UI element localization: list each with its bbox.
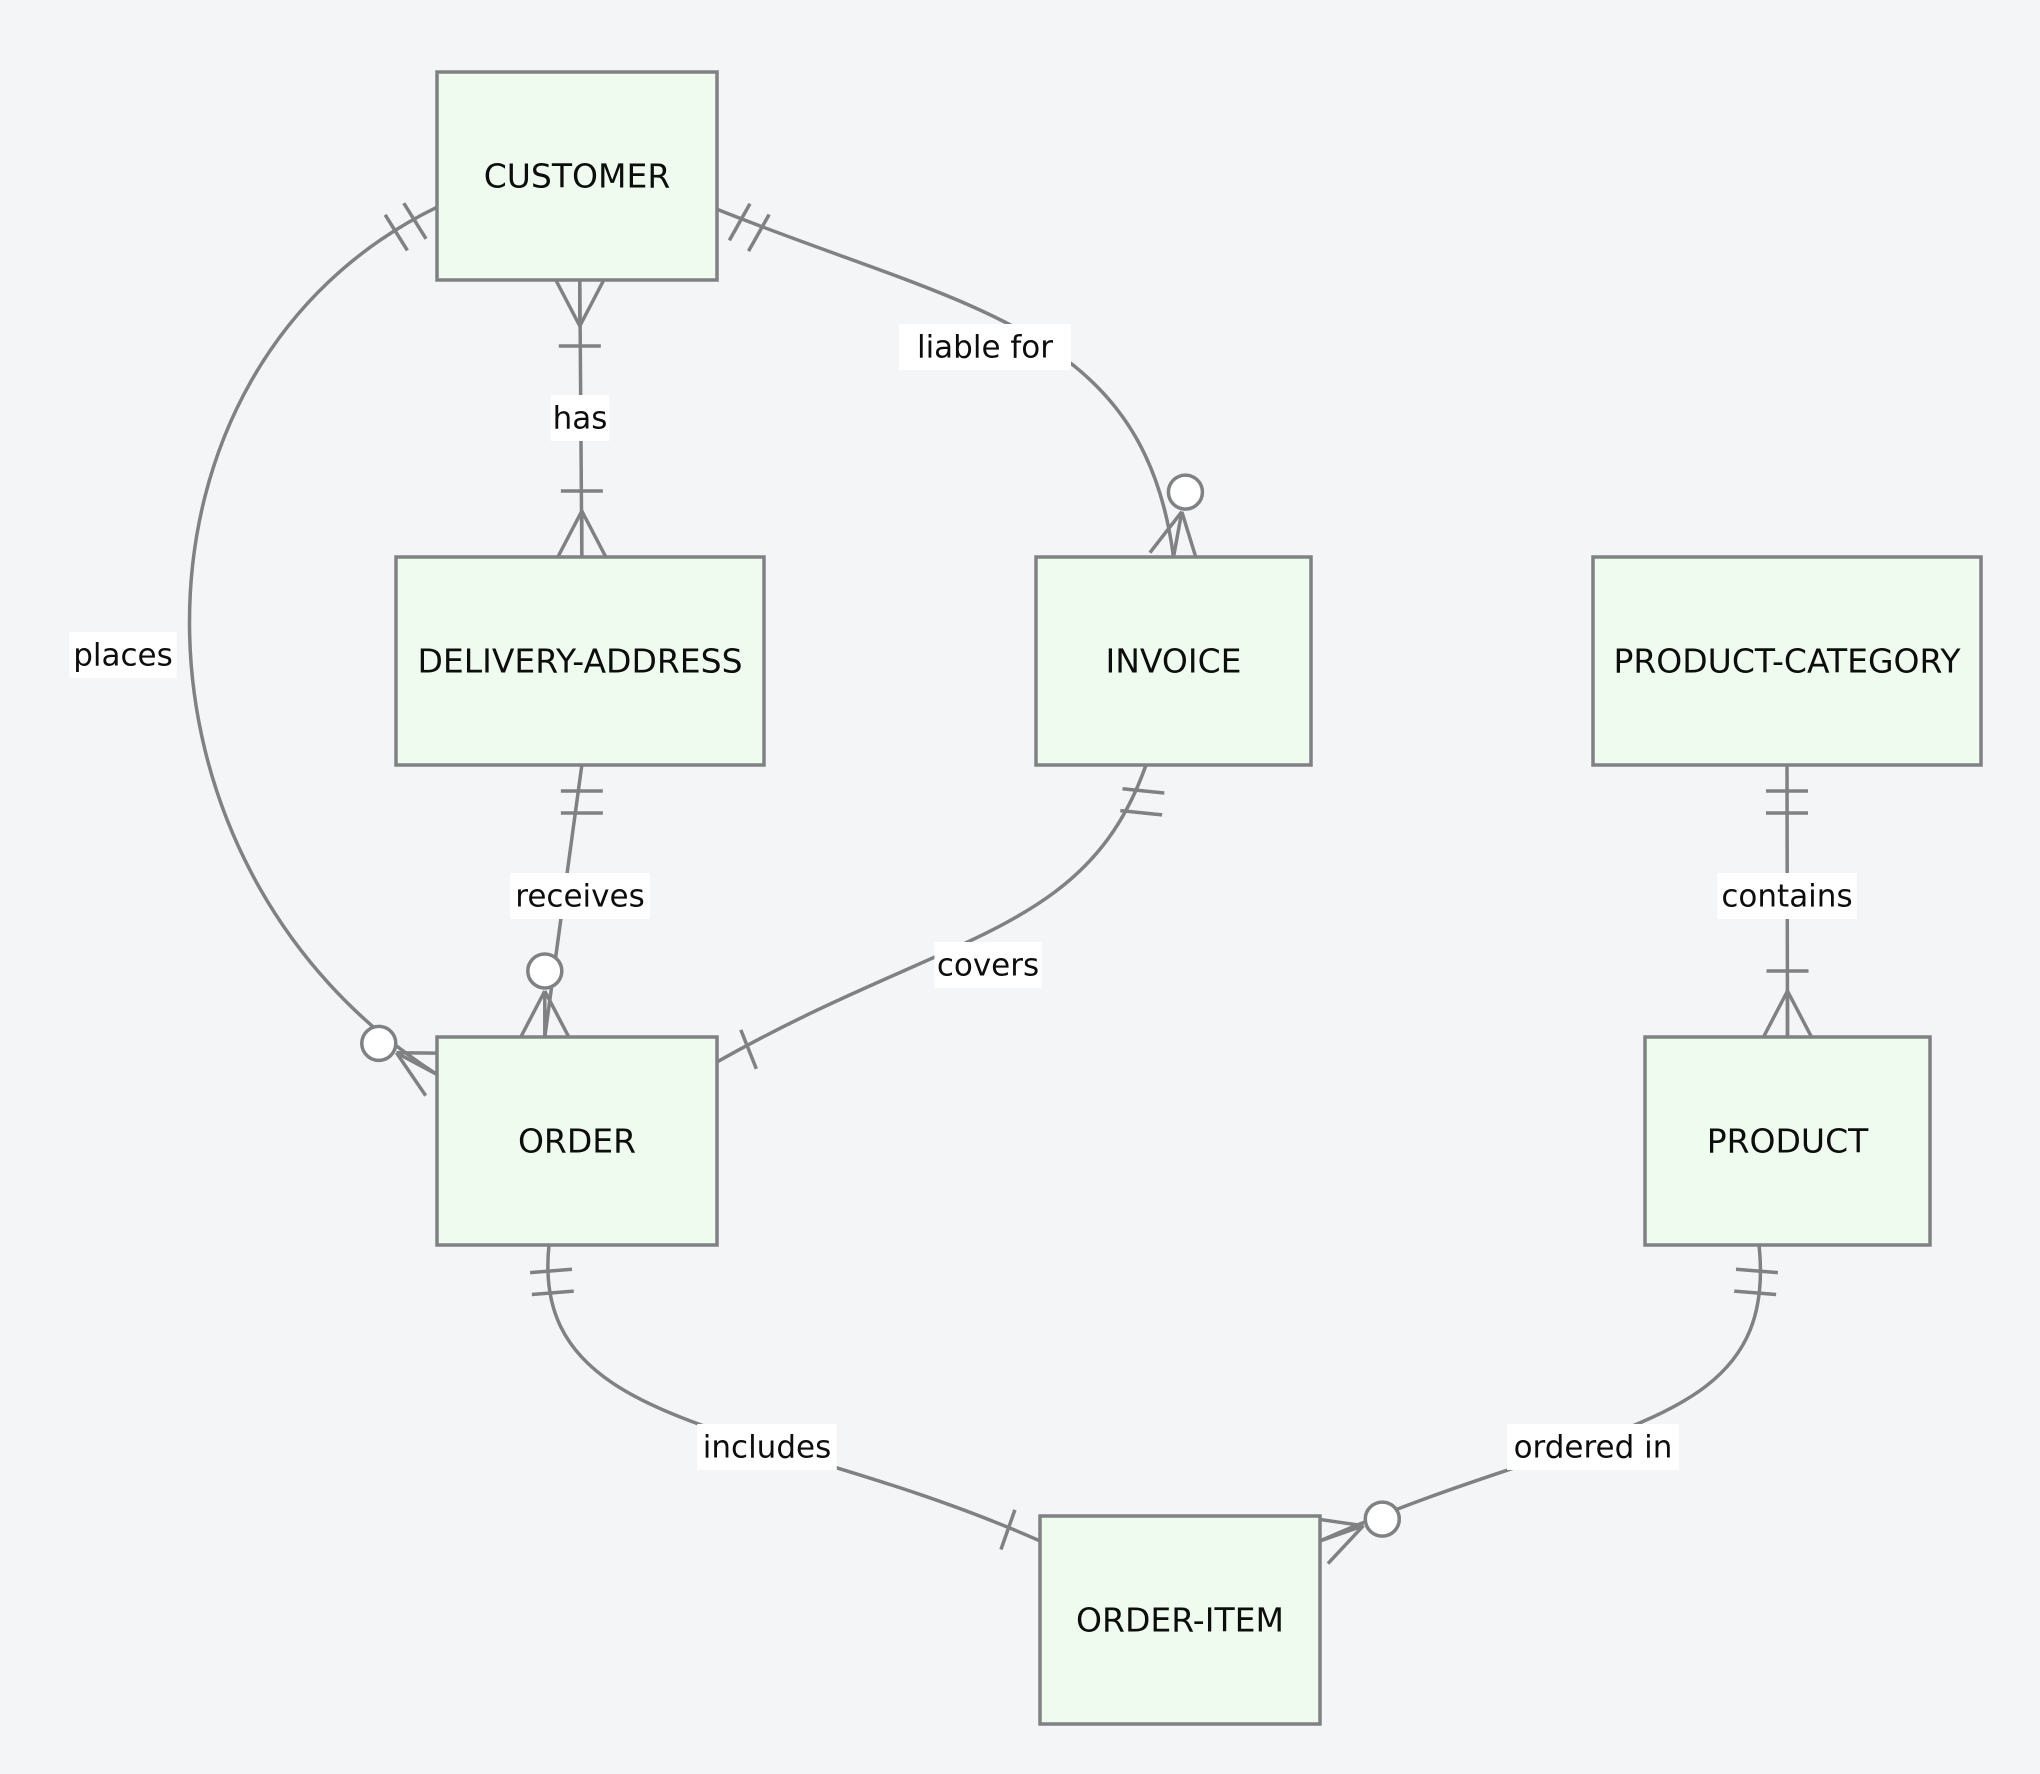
relationship-label-group-has: has	[550, 395, 610, 441]
relationship-edges-layer	[187, 202, 1814, 1565]
relationship-label-bg-places	[69, 632, 177, 678]
relationship-label-bg-ordered_in	[1507, 1424, 1679, 1470]
cardinality-has-to-one-or-many	[556, 489, 608, 558]
entity-box-invoice[interactable]	[1034, 555, 1313, 767]
relationship-line-includes[interactable]	[546, 1244, 1041, 1543]
relationship-label-group-covers: covers	[934, 942, 1042, 988]
relationship-line-covers[interactable]	[716, 764, 1148, 1064]
entity-box-delivery_address[interactable]	[394, 555, 766, 767]
relationship-label-covers: covers	[937, 948, 1039, 984]
relationship-label-includes: includes	[703, 1430, 831, 1466]
cardinality-places-to-zero-or-many	[360, 1024, 449, 1097]
relationship-labels-layer: places has liable for receives covers contain…	[69, 324, 1857, 1470]
entity-product_category[interactable]: PRODUCT-CATEGORY	[1591, 555, 1983, 767]
relationship-label-liable_for: liable for	[917, 330, 1053, 366]
cardinality-covers-from-exactly-one	[1120, 787, 1165, 817]
relationship-label-bg-includes	[697, 1424, 837, 1470]
cardinality-includes-to-one-only	[999, 1509, 1017, 1551]
relationship-label-group-receives: receives	[510, 873, 650, 919]
relationship-includes[interactable]	[530, 1244, 1041, 1551]
cardinality-contains-from-exactly-one	[1766, 789, 1808, 815]
entity-box-order_item[interactable]	[1038, 1514, 1322, 1726]
relationship-line-ordered_in[interactable]	[1319, 1244, 1763, 1543]
relationship-liable_for[interactable]	[716, 202, 1205, 562]
cardinality-ordered_in-to-zero-or-many	[1311, 1500, 1402, 1565]
relationship-label-bg-contains	[1717, 873, 1857, 919]
cardinality-covers-to-one-only	[739, 1029, 758, 1070]
entity-name-customer: CUSTOMER	[484, 157, 671, 196]
relationship-label-group-ordered_in: ordered in	[1507, 1424, 1679, 1470]
entity-name-product_category: PRODUCT-CATEGORY	[1613, 642, 1961, 681]
entity-box-product[interactable]	[1643, 1035, 1932, 1247]
entity-name-invoice: INVOICE	[1105, 642, 1241, 681]
entity-box-order[interactable]	[435, 1035, 719, 1247]
cardinality-contains-to-one-or-many	[1761, 969, 1814, 1038]
relationship-label-group-includes: includes	[697, 1424, 837, 1470]
relationship-label-ordered_in: ordered in	[1514, 1430, 1673, 1466]
relationship-label-bg-liable_for	[899, 324, 1071, 370]
cardinality-receives-from-exactly-one	[560, 789, 603, 815]
relationship-label-group-places: places	[69, 632, 177, 678]
entity-order_item[interactable]: ORDER-ITEM	[1038, 1514, 1322, 1726]
relationship-label-bg-has	[550, 395, 610, 441]
entity-product[interactable]: PRODUCT	[1643, 1035, 1932, 1247]
entity-box-customer[interactable]	[435, 70, 719, 282]
relationship-has[interactable]	[554, 279, 608, 558]
cardinality-liable_for-to-zero-or-many	[1148, 473, 1205, 562]
entity-box-product_category[interactable]	[1591, 555, 1983, 767]
relationship-places[interactable]	[187, 202, 449, 1097]
cardinality-places-from-exactly-one	[383, 202, 428, 252]
relationship-label-bg-covers	[934, 942, 1042, 988]
relationship-label-has: has	[553, 401, 608, 437]
entity-delivery_address[interactable]: DELIVERY-ADDRESS	[394, 555, 766, 767]
cardinality-includes-from-exactly-one	[530, 1267, 574, 1297]
relationship-label-group-contains: contains	[1717, 873, 1857, 919]
entity-nodes-layer: CUSTOMER DELIVERY-ADDRESS INVOICE PRODUCT-C…	[394, 70, 1983, 1726]
cardinality-ordered_in-from-exactly-one	[1734, 1267, 1778, 1297]
entity-customer[interactable]: CUSTOMER	[435, 70, 719, 282]
entity-order[interactable]: ORDER	[435, 1035, 719, 1247]
entity-name-delivery_address: DELIVERY-ADDRESS	[417, 642, 742, 681]
entity-invoice[interactable]: INVOICE	[1034, 555, 1313, 767]
entity-name-order_item: ORDER-ITEM	[1076, 1601, 1284, 1640]
relationship-label-receives: receives	[515, 879, 644, 915]
cardinality-liable_for-from-exactly-one	[727, 202, 771, 252]
entity-name-order: ORDER	[518, 1122, 636, 1161]
relationship-line-places[interactable]	[187, 205, 438, 1076]
relationship-label-bg-receives	[510, 873, 650, 919]
relationship-label-contains: contains	[1721, 879, 1852, 915]
relationship-label-places: places	[73, 638, 173, 674]
relationship-ordered_in[interactable]	[1311, 1244, 1778, 1565]
relationship-label-group-liable_for: liable for	[899, 324, 1071, 370]
cardinality-has-from-one-or-many	[554, 279, 606, 348]
relationship-covers[interactable]	[716, 764, 1165, 1070]
cardinality-receives-to-zero-or-many	[519, 952, 571, 1038]
relationship-line-liable_for[interactable]	[716, 207, 1176, 558]
entity-name-product: PRODUCT	[1707, 1122, 1869, 1161]
